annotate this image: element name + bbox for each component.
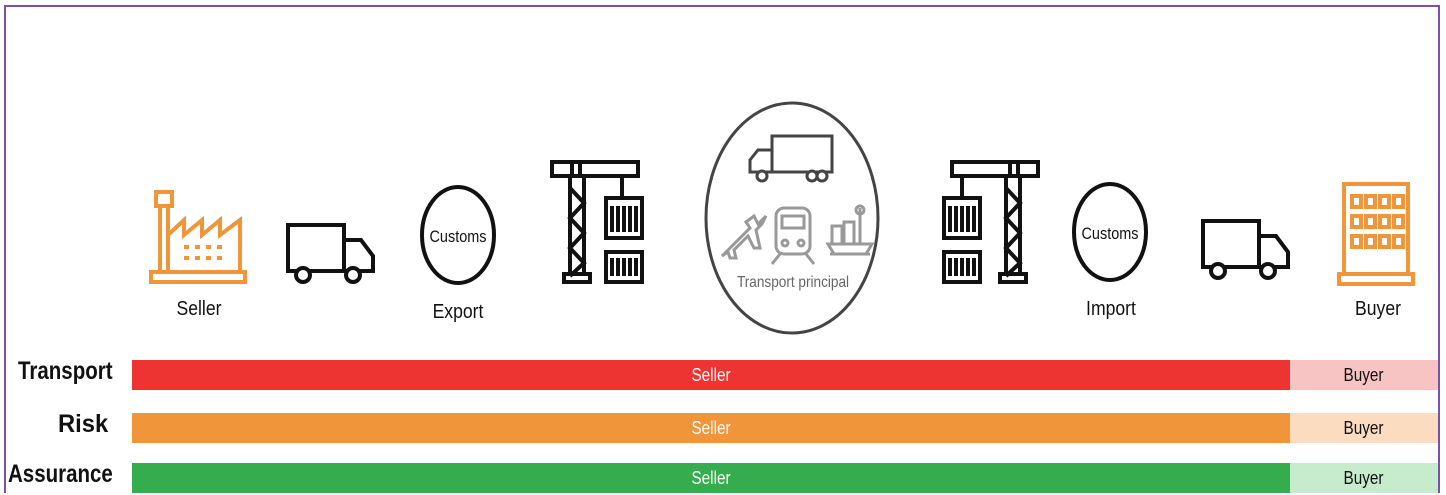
seller-label: Seller (176, 298, 222, 320)
row-label-risk: Risk (58, 410, 109, 438)
buyer-label: Buyer (1355, 298, 1401, 320)
truck-icon (286, 223, 375, 284)
transport-seller-text: Seller (691, 364, 731, 385)
assurance-buyer-bar: Buyer (1290, 463, 1438, 493)
risk-seller-text: Seller (691, 417, 731, 438)
assurance-buyer-text: Buyer (1344, 467, 1384, 488)
risk-buyer-bar: Buyer (1290, 413, 1438, 443)
transport-buyer-text: Buyer (1344, 364, 1384, 385)
export-customs-icon (420, 185, 496, 285)
risk-seller-bar: Seller (132, 413, 1290, 443)
row-label-assurance: Assurance (8, 460, 113, 488)
factory-icon (149, 190, 247, 284)
truck-icon-import (1201, 219, 1290, 280)
diagram-frame (4, 5, 1440, 493)
transport-seller-bar: Seller (132, 360, 1290, 390)
export-label: Export (432, 301, 484, 323)
import-label: Import (1086, 298, 1136, 320)
assurance-seller-bar: Seller (132, 463, 1290, 493)
transport-principal-label: Transport principal (736, 274, 850, 291)
building-icon (1337, 182, 1415, 286)
assurance-seller-text: Seller (691, 467, 731, 488)
import-customs-text: Customs (1081, 224, 1139, 243)
transport-principal-icon (704, 101, 880, 335)
row-label-transport: Transport (18, 357, 113, 385)
crane-icon-import (942, 160, 1040, 284)
crane-icon (550, 160, 644, 284)
import-customs-icon (1072, 182, 1148, 282)
risk-buyer-text: Buyer (1344, 417, 1384, 438)
transport-buyer-bar: Buyer (1290, 360, 1438, 390)
export-customs-text: Customs (429, 227, 487, 246)
